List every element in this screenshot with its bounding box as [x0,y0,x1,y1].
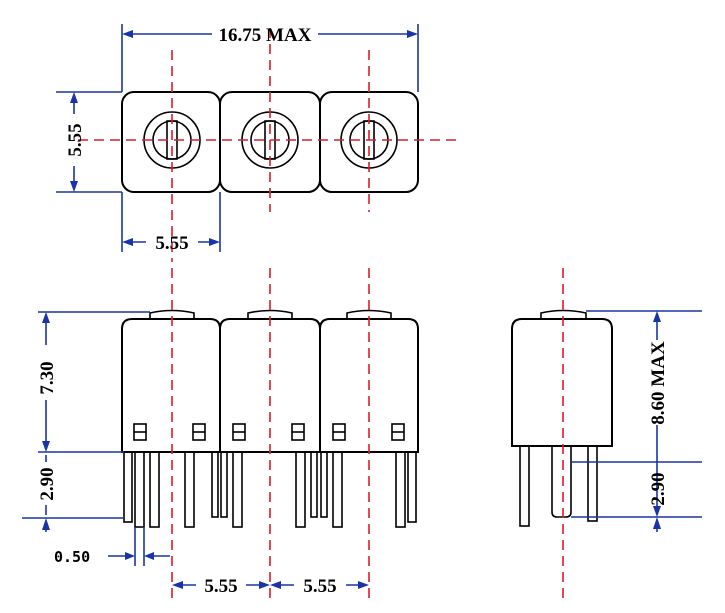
dim-top-pitch: 5.55 [121,192,221,254]
dim-side-pin-length: 2.90 [571,461,702,532]
cap-1 [149,309,195,319]
body-height-label: 7.30 [37,361,58,394]
terminal-marks [133,423,405,441]
bottom-pitch-1-label: 5.55 [204,576,237,597]
dim-top-height: 5.55 [56,91,122,193]
front-pins [123,451,417,528]
dim-pin-length: 2.90 [22,455,124,532]
top-cell-1 [121,91,221,193]
cap-2 [247,309,293,319]
bottom-pitch-2-label: 5.55 [303,576,336,597]
side-total-height-label: 8.60 MAX [648,341,669,425]
pin-length-label: 2.90 [37,467,58,500]
overall-width-label: 16.75 MAX [219,25,312,46]
top-view: 16.75 MAX 5.55 5.55 [56,24,462,262]
front-view: 7.30 2.90 0.50 [22,268,419,600]
side-view: 8.60 MAX 2.90 [511,268,702,600]
dim-pin-width: 0.50 [54,527,170,566]
top-pitch-label: 5.55 [155,233,188,254]
pin-width-label: 0.50 [54,548,90,566]
dim-side-total-height: 8.60 MAX [586,310,702,517]
side-body [511,318,613,447]
dim-overall-width: 16.75 MAX [121,24,419,92]
dim-bottom-pitch: 5.55 5.55 [172,576,369,597]
dim-body-height: 7.30 [37,311,150,453]
side-cap [540,309,587,319]
side-pins [519,445,598,527]
side-pin-length-label: 2.90 [648,472,669,505]
top-height-label: 5.55 [65,123,86,156]
cap-3 [346,309,392,319]
